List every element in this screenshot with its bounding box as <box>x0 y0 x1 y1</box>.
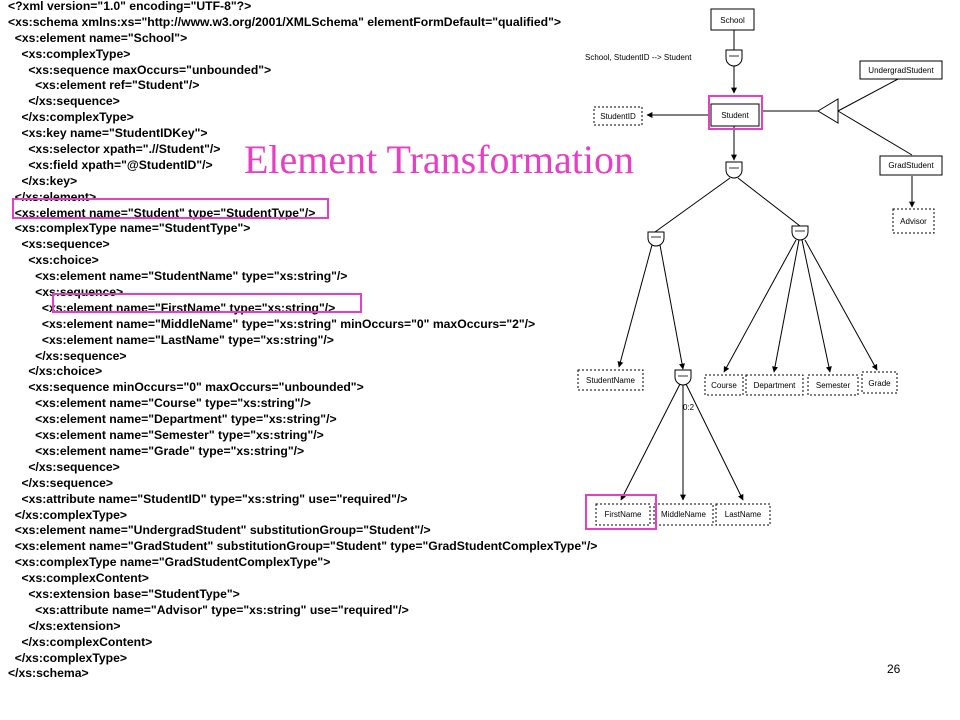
code-line: <xs:sequence> <box>8 237 110 252</box>
code-line: </xs:complexType> <box>8 110 134 125</box>
code-line: </xs:sequence> <box>8 459 120 474</box>
node-label-department: Department <box>754 381 797 390</box>
code-line: <xs:complexType name="StudentType"> <box>8 221 251 236</box>
xml-schema-listing: <?xml version="1.0" encoding="UTF-8"?><x… <box>8 0 597 682</box>
code-line: <xs:extension base="StudentType"> <box>8 586 240 601</box>
key-constraint-label: School, StudentID --> Student <box>585 53 692 62</box>
code-line: <xs:element name="Student" type="Student… <box>8 205 316 220</box>
node-undergrad-student <box>859 60 943 80</box>
code-line: <xs:element name="Department" type="xs:s… <box>8 412 337 427</box>
node-semester <box>807 374 859 396</box>
code-line: </xs:key> <box>8 173 78 188</box>
code-line: </xs:choice> <box>8 364 103 379</box>
code-line: <xs:attribute name="StudentID" type="xs:… <box>8 491 408 506</box>
node-studentid <box>593 106 643 126</box>
code-line: <xs:key name="StudentIDKey"> <box>8 126 208 141</box>
node-label-grad: GradStudent <box>888 161 934 170</box>
code-line: </xs:complexType> <box>8 650 127 665</box>
code-line: </xs:element> <box>8 189 97 204</box>
highlight-student-node <box>708 95 763 130</box>
sequence-compositor-icon <box>791 225 809 241</box>
node-label-grade: Grade <box>868 379 891 388</box>
edge-seq-semester <box>801 239 832 373</box>
code-line: <xs:element name="Grade" type="xs:string… <box>8 443 305 458</box>
code-line: <xs:field xpath="@StudentID"/> <box>8 157 213 172</box>
edge-seq-lastname <box>685 383 744 501</box>
sequence-compositor-icon <box>674 369 692 386</box>
code-line: <xs:sequence minOccurs="0" maxOccurs="un… <box>8 380 364 395</box>
highlight-student-element <box>12 198 329 219</box>
code-line: <xs:element name="School"> <box>8 30 188 45</box>
code-line: </xs:sequence> <box>8 475 114 490</box>
code-line: <xs:element ref="Student"/> <box>8 78 200 93</box>
node-grad-student <box>879 155 943 176</box>
code-line: <xs:sequence> <box>8 285 124 300</box>
code-line: <?xml version="1.0" encoding="UTF-8"?> <box>8 0 252 13</box>
node-grade <box>861 371 898 394</box>
code-line: <xs:element name="Course" type="xs:strin… <box>8 396 311 411</box>
slide-title: Element Transformation <box>244 137 634 182</box>
choice-compositor-icon <box>647 231 665 247</box>
highlight-firstname-element <box>52 293 362 313</box>
code-line: <xs:schema xmlns:xs="http://www.w3.org/2… <box>8 14 561 29</box>
edge-choice-studentname <box>617 244 653 368</box>
code-line: </xs:complexContent> <box>8 634 153 649</box>
code-line: </xs:extension> <box>8 618 121 633</box>
node-studentname <box>577 369 644 391</box>
code-line: <xs:sequence maxOccurs="unbounded"> <box>8 62 272 77</box>
code-line: <xs:attribute name="Advisor" type="xs:st… <box>8 602 409 617</box>
edge-seq-seq <box>737 177 801 227</box>
node-middlename <box>653 503 714 526</box>
code-line: <xs:choice> <box>8 253 99 268</box>
highlight-firstname-node <box>585 494 657 530</box>
node-firstname <box>595 503 651 526</box>
code-line: <xs:element name="UndergradStudent" subs… <box>8 523 431 538</box>
node-lastname <box>715 503 771 526</box>
node-department <box>745 374 804 396</box>
node-label-studentname: StudentName <box>586 376 635 385</box>
node-label-lastname: LastName <box>725 510 762 519</box>
edge-substitution-undergrad <box>837 77 901 112</box>
code-line: <xs:element name="GradStudent" substitut… <box>8 539 598 554</box>
node-student <box>710 103 760 127</box>
node-label-semester: Semester <box>816 381 851 390</box>
substitution-triangle-icon <box>817 98 839 124</box>
node-label-school: School <box>720 16 745 25</box>
cardinality-label: 0:2 <box>683 403 695 412</box>
node-course <box>704 374 744 396</box>
page-number: 26 <box>887 662 901 676</box>
node-school <box>710 8 755 31</box>
edge-seq-department <box>772 239 800 373</box>
code-line: </xs:sequence> <box>8 348 127 363</box>
node-label-middlename: MiddleName <box>661 510 706 519</box>
node-label-firstname: FirstName <box>605 510 642 519</box>
sequence-compositor-icon <box>725 49 743 67</box>
edge-seq-firstname <box>620 383 681 501</box>
code-line: </xs:complexType> <box>8 507 127 522</box>
edge-seq-grade <box>804 239 878 371</box>
code-line: <xs:complexType name="GradStudentComplex… <box>8 555 331 570</box>
node-label-studentid: StudentID <box>600 112 636 121</box>
code-line: <xs:element name="LastName" type="xs:str… <box>8 332 334 347</box>
code-line: <xs:complexContent> <box>8 571 149 586</box>
node-label-course: Course <box>711 381 737 390</box>
edge-choice-seq <box>659 244 685 370</box>
edge-seq-choice <box>654 177 731 233</box>
node-label-advisor: Advisor <box>900 217 927 226</box>
edge-substitution-grad <box>837 110 913 156</box>
code-line: <xs:element name="Semester" type="xs:str… <box>8 428 324 443</box>
edge-seq-course <box>723 239 797 373</box>
sequence-compositor-icon <box>725 161 743 179</box>
code-line: <xs:element name="StudentName" type="xs:… <box>8 269 348 284</box>
node-label-undergrad: UndergradStudent <box>868 66 934 75</box>
code-line: <xs:element name="MiddleName" type="xs:s… <box>8 316 536 331</box>
node-advisor <box>892 208 935 234</box>
code-line: </xs:schema> <box>8 666 89 681</box>
code-line: <xs:complexType> <box>8 46 131 61</box>
code-line: <xs:selector xpath=".//Student"/> <box>8 142 221 157</box>
node-label-student: Student <box>721 111 749 120</box>
code-line: </xs:sequence> <box>8 94 120 109</box>
